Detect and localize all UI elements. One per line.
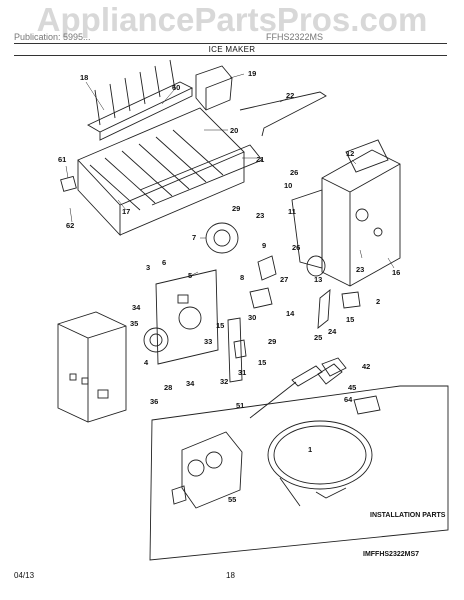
gear — [143, 327, 169, 353]
installation-parts-label: INSTALLATION PARTS — [370, 512, 446, 519]
callout-42: 42 — [362, 362, 370, 371]
callout-9: 9 — [262, 241, 266, 250]
callout-25: 25 — [314, 333, 322, 342]
callout-30: 30 — [248, 313, 256, 322]
callout-18: 18 — [80, 73, 88, 82]
callout-55: 55 — [228, 495, 236, 504]
mounting-plate — [155, 269, 219, 365]
motor — [205, 222, 239, 254]
callout-6: 6 — [162, 258, 166, 267]
callout-15: 15 — [346, 315, 354, 324]
callout-29b: 29 — [268, 337, 276, 346]
front-cover — [57, 311, 127, 423]
callout-20: 20 — [230, 126, 238, 135]
model-header-text: FFHS2322MS — [266, 32, 324, 42]
watermark: AppliancePartsPros.com — [36, 1, 428, 38]
callout-45: 45 — [348, 383, 356, 392]
callout-33: 33 — [204, 337, 212, 346]
callout-2: 2 — [376, 297, 380, 306]
footer-page-number: 18 — [226, 571, 235, 580]
callout-29: 29 — [232, 204, 240, 213]
ice-level-arm — [239, 91, 327, 137]
callout-21: 21 — [256, 155, 264, 164]
installation-box — [149, 385, 449, 561]
callout-31: 31 — [238, 368, 246, 377]
header-rule-top — [14, 43, 447, 44]
callout-7: 7 — [192, 233, 196, 242]
bracket-cover — [195, 65, 233, 111]
ice-maker-body — [77, 107, 263, 237]
callout-labels: 18 19 60 22 20 21 61 17 62 12 26 10 11 2… — [58, 69, 400, 504]
callout-16: 16 — [392, 268, 400, 277]
callout-26: 26 — [290, 168, 298, 177]
callout-19: 19 — [248, 69, 256, 78]
callout-60: 60 — [172, 83, 180, 92]
callout-13: 13 — [314, 275, 322, 284]
callout-36: 36 — [150, 397, 158, 406]
callout-32: 32 — [220, 377, 228, 386]
callout-23: 23 — [256, 211, 264, 220]
header-rule-bottom — [14, 55, 447, 56]
callout-10: 10 — [284, 181, 292, 190]
callout-28: 28 — [164, 383, 172, 392]
callout-22: 22 — [286, 91, 294, 100]
callout-17: 17 — [122, 207, 130, 216]
callout-4: 4 — [144, 358, 149, 367]
callout-51: 51 — [236, 401, 244, 410]
wire-harness — [345, 139, 389, 173]
callout-14: 14 — [286, 309, 295, 318]
callout-61: 61 — [58, 155, 66, 164]
callout-64: 64 — [344, 395, 353, 404]
callout-24: 24 — [328, 327, 337, 336]
callout-15c: 15 — [216, 321, 224, 330]
callout-34: 34 — [132, 303, 141, 312]
callout-1: 1 — [308, 445, 312, 454]
callout-23b: 23 — [356, 265, 364, 274]
model-code: IMFFHS2322MS7 — [363, 551, 420, 558]
ice-mold-tray — [87, 59, 194, 141]
callout-8: 8 — [240, 273, 244, 282]
callout-34b: 34 — [186, 379, 195, 388]
water-valve — [171, 431, 243, 509]
callout-62: 62 — [66, 221, 74, 230]
section-title: ICE MAKER — [208, 45, 256, 54]
control-housing — [291, 149, 401, 287]
footer-date: 04/13 — [14, 571, 35, 580]
callout-3: 3 — [146, 263, 150, 272]
callout-26b: 26 — [292, 243, 300, 252]
callout-15b: 15 — [258, 358, 266, 367]
fill-tube — [249, 365, 323, 419]
callout-5: 5 — [188, 271, 192, 280]
callout-27: 27 — [280, 275, 288, 284]
publication-text: Publication: 5995... — [14, 32, 91, 42]
callout-35: 35 — [130, 319, 138, 328]
callout-12: 12 — [346, 149, 354, 158]
water-line-coil — [267, 420, 373, 490]
callout-11: 11 — [288, 207, 296, 216]
